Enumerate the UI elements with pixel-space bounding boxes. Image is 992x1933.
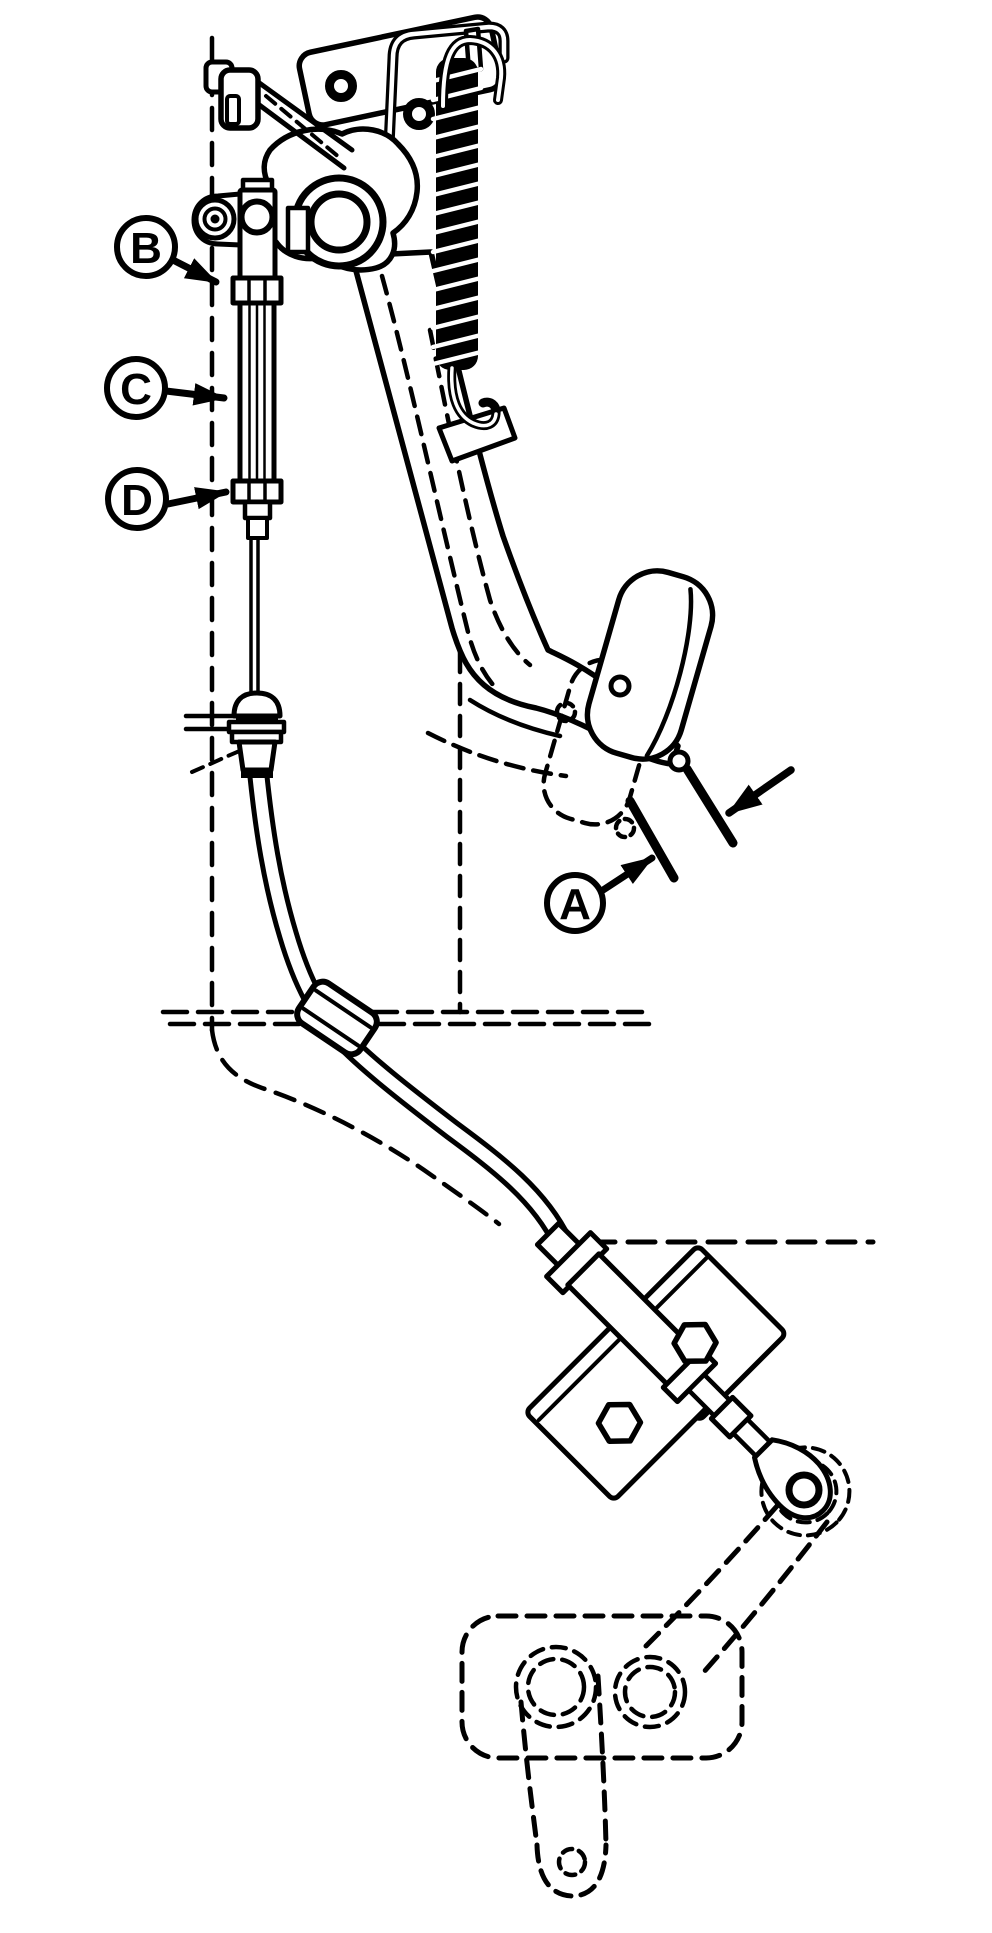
measure-tick — [625, 796, 679, 883]
bracket-hole — [325, 70, 357, 102]
locknut-d — [230, 478, 284, 505]
hex-bolt — [671, 1321, 719, 1365]
adjuster-nut-b — [230, 275, 284, 306]
cable-adjuster — [230, 275, 284, 702]
measurement-marks — [625, 764, 795, 883]
pivot-hub-inner — [307, 190, 371, 254]
cable-anchor-fitting — [183, 690, 287, 778]
hex-bolt — [595, 1401, 644, 1444]
callout-circle-a — [544, 872, 606, 934]
upper-strut — [203, 59, 355, 171]
leader-arrow-a — [593, 854, 656, 898]
callout-balloons: A B C D — [104, 215, 606, 934]
callout-circle-c — [104, 356, 168, 420]
cable-bracket-assembly — [525, 1220, 852, 1538]
clevis-eye — [238, 198, 276, 236]
callout-circle-d — [105, 467, 169, 531]
leader-arrow-d — [164, 487, 230, 510]
callout-circle-b — [114, 215, 178, 279]
measure-arrow — [725, 766, 795, 817]
bracket-hole — [403, 98, 435, 130]
pedal-pad — [584, 568, 716, 773]
pivot-clevis — [191, 177, 311, 281]
callout-letter-c: C — [120, 365, 152, 414]
leader-arrow-b — [167, 255, 220, 286]
callout-leaders — [162, 255, 656, 898]
pedal-arm-hidden-edge — [379, 273, 497, 689]
floor-contour-hidden — [209, 1027, 502, 1227]
firewall-grommet — [294, 978, 380, 1058]
leader-arrow-c — [162, 383, 228, 406]
return-spring — [430, 35, 507, 431]
measure-tick — [682, 764, 738, 848]
callout-letter-b: B — [130, 224, 162, 273]
callout-letter-d: D — [121, 476, 153, 525]
callout-letter-a: A — [559, 880, 591, 929]
release-lever-hidden — [459, 1503, 830, 1899]
pedal-arm-hidden-edge — [427, 327, 533, 668]
clevis-pin — [785, 1471, 823, 1509]
